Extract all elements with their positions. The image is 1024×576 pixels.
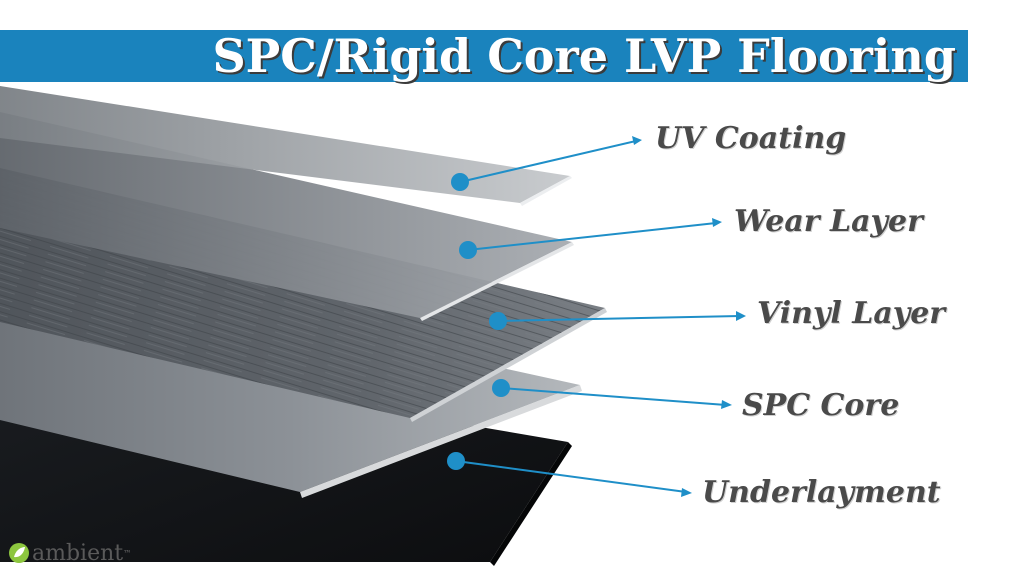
page-title: SPC/Rigid Core LVP Flooring (212, 29, 956, 83)
brand-name: ambient (32, 540, 124, 566)
title-bar: SPC/Rigid Core LVP Flooring (0, 30, 968, 82)
label-uv-coating: UV Coating (655, 121, 847, 156)
layer-spc-core-edge (300, 385, 582, 498)
callout-dot (459, 241, 477, 259)
layer-uv (0, 86, 570, 203)
trademark: ™ (123, 548, 132, 558)
layer-wear-edge (420, 242, 574, 321)
leaf-icon (9, 543, 29, 563)
callout-dot (492, 379, 510, 397)
callout-dot (451, 173, 469, 191)
label-spc-core: SPC Core (742, 388, 900, 423)
callout-dot (447, 452, 465, 470)
callout-vinyl (489, 311, 746, 330)
layer-uv-edge (520, 176, 572, 206)
label-wear-layer: Wear Layer (734, 204, 923, 239)
layer-vinyl-edge (410, 308, 607, 422)
callout-uv (451, 136, 642, 191)
brand-logo: ambient ™ (8, 538, 131, 568)
label-underlayment: Underlayment (702, 475, 941, 510)
callout-dot (489, 312, 507, 330)
label-vinyl-layer: Vinyl Layer (757, 296, 946, 331)
callout-wear (459, 218, 722, 259)
callout-underlayment (447, 452, 692, 497)
layer-wear (0, 112, 572, 318)
callout-spc (492, 379, 732, 409)
